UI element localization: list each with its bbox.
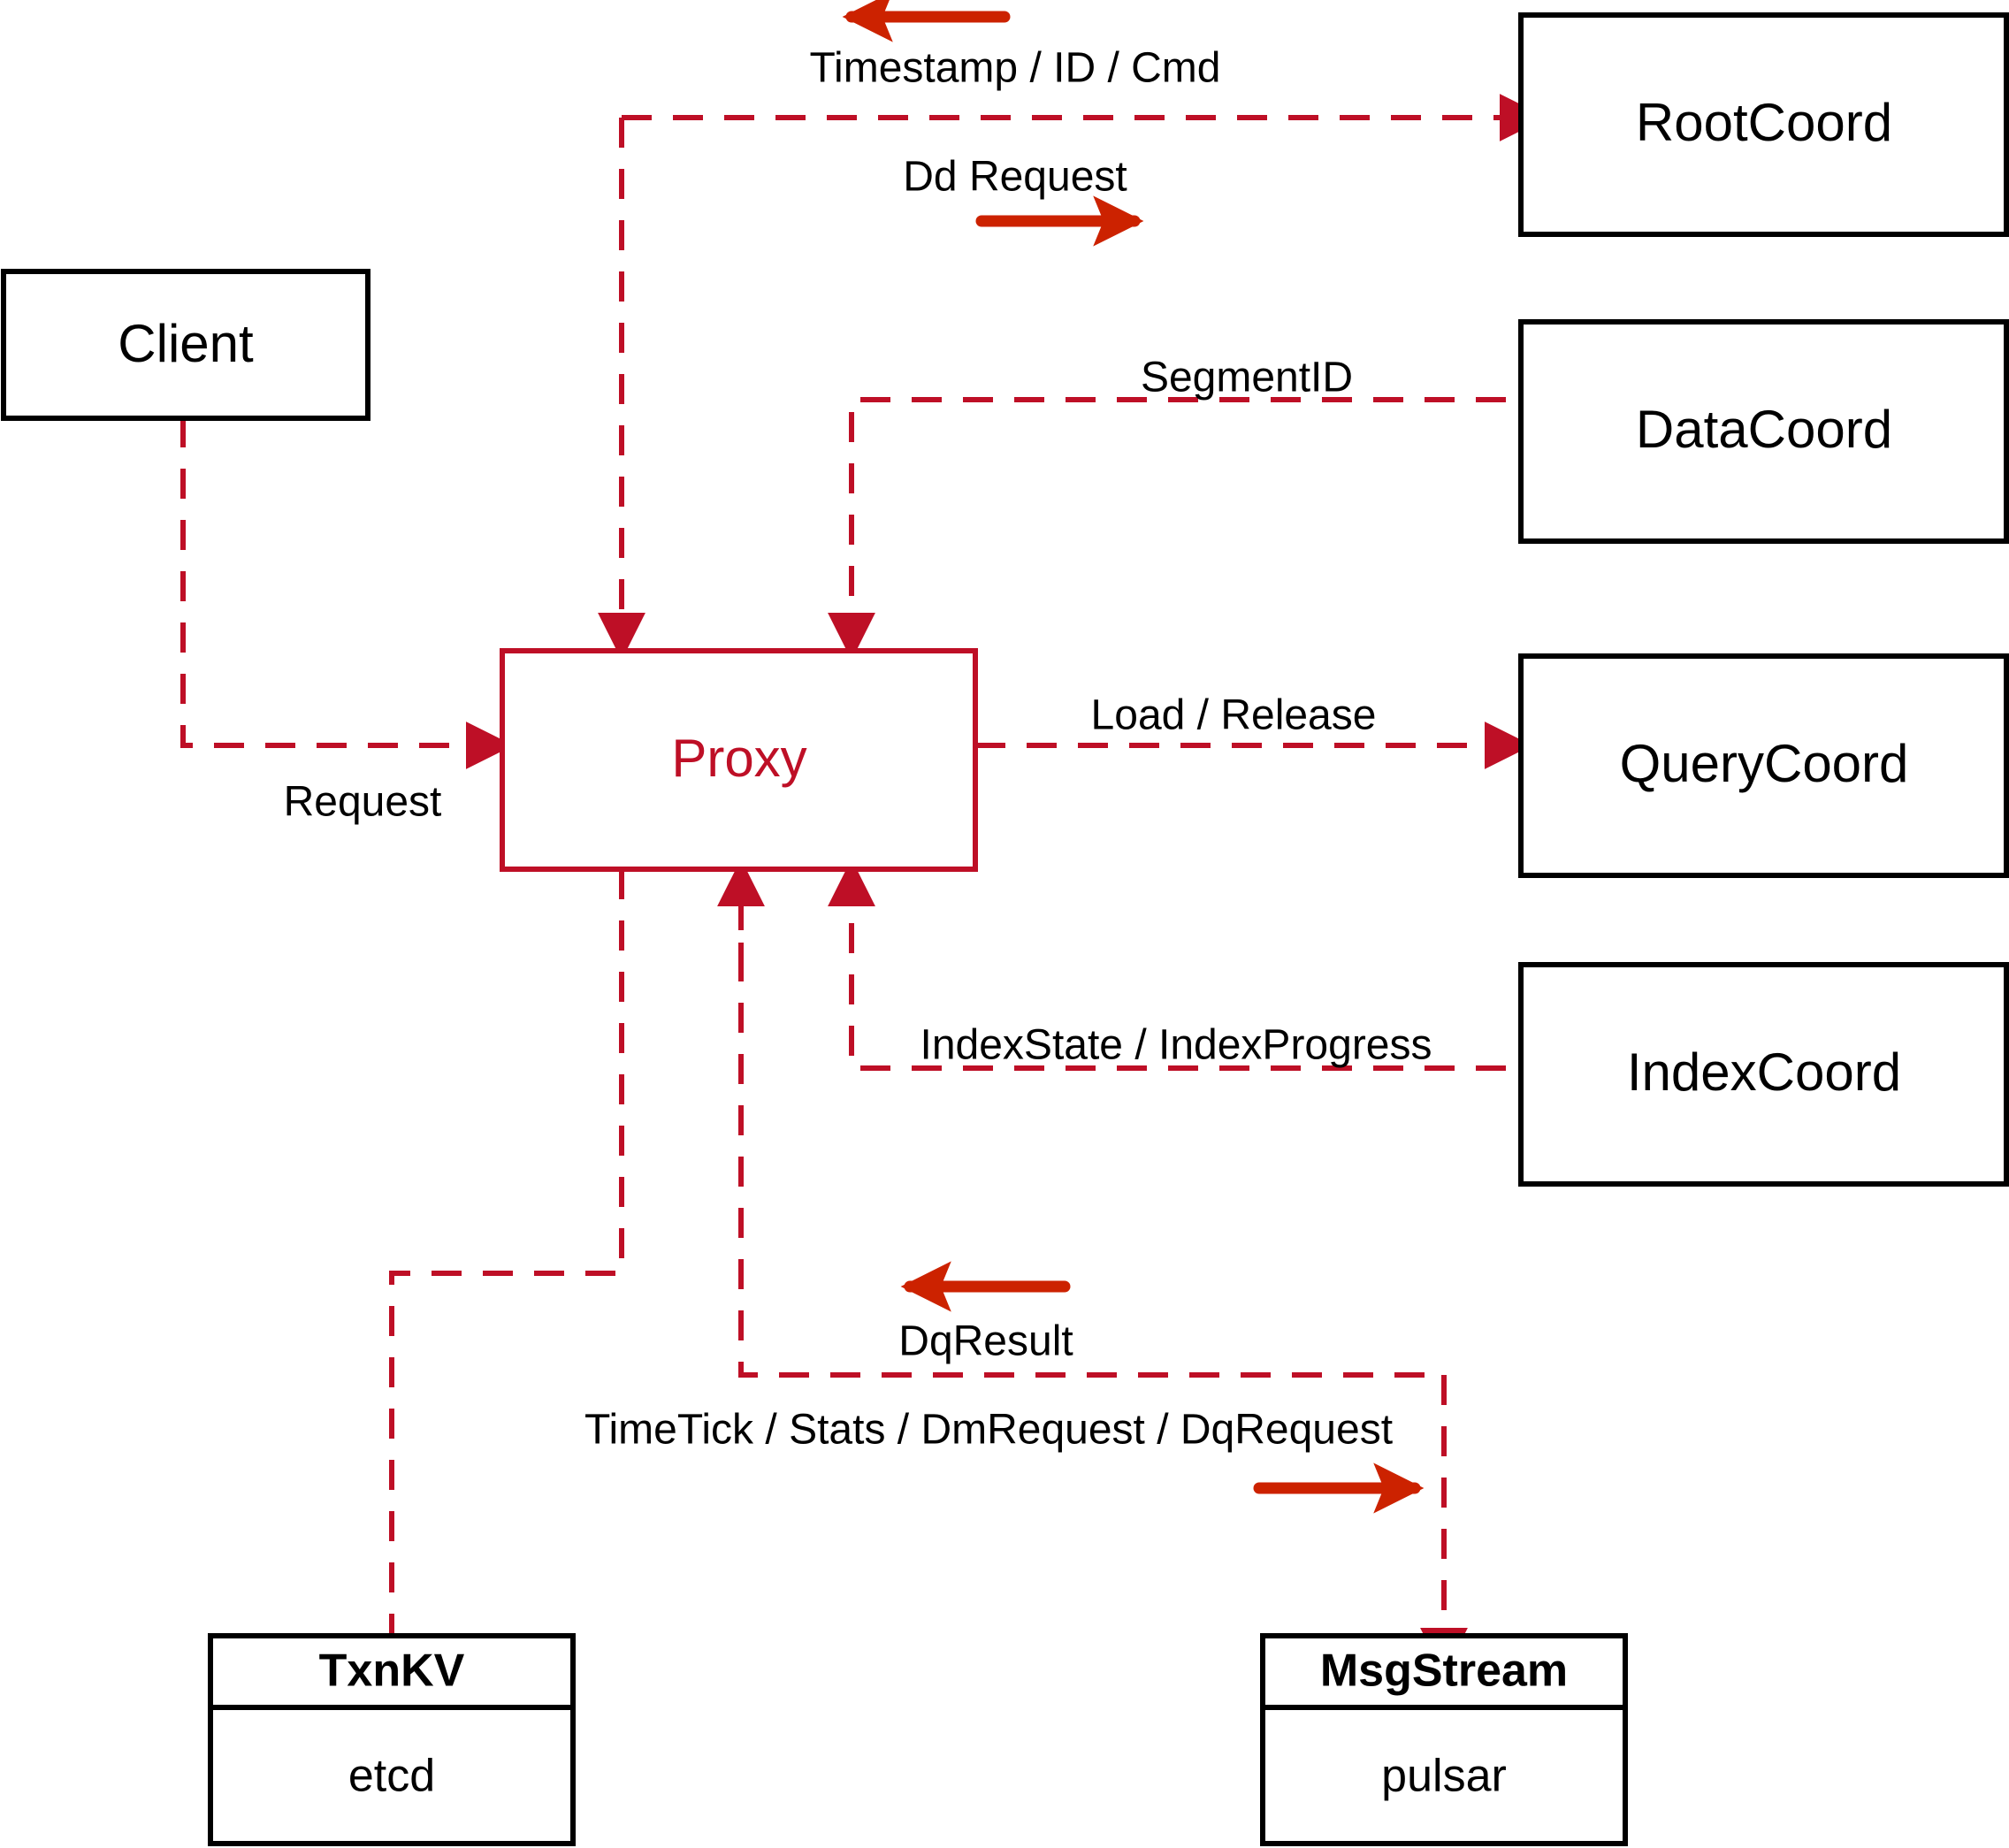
node-txnkv[interactable] — [208, 1633, 576, 1846]
node-datacoord[interactable] — [1518, 319, 2009, 544]
node-rootcoord-label: RootCoord — [1636, 93, 1892, 152]
edge-proxy-txnkv — [389, 869, 624, 1634]
edge-label-dd-request: Dd Request — [903, 154, 1127, 201]
node-txnkv-sublabel: etcd — [348, 1751, 435, 1802]
node-querycoord[interactable] — [1518, 653, 2009, 878]
edge-label-timestamp-id-cmd: Timestamp / ID / Cmd — [810, 45, 1221, 92]
node-txnkv-label: TxnKV — [319, 1646, 465, 1697]
edge-indexcoord-proxy — [828, 859, 1506, 1071]
edge-label-load-release: Load / Release — [1091, 692, 1377, 739]
edge-label-timetick-stats: TimeTick / Stats / DmRequest / DqRequest — [584, 1407, 1393, 1454]
node-datacoord-label: DataCoord — [1636, 400, 1892, 459]
edge-label-dq-result: DqResult — [898, 1318, 1073, 1365]
node-client[interactable] — [1, 269, 370, 421]
edge-client-proxy-request — [180, 417, 514, 769]
edge-msgstream-proxy — [738, 900, 1444, 1378]
node-proxy-label: Proxy — [671, 729, 806, 788]
edge-label-request: Request — [284, 779, 442, 826]
node-msgstream-label: MsgStream — [1320, 1646, 1568, 1697]
edge-datacoord-proxy — [828, 397, 1506, 661]
node-proxy[interactable] — [500, 648, 978, 872]
edge-label-segment-id: SegmentID — [1141, 355, 1353, 401]
edge-label-index-state-progress: IndexState / IndexProgress — [920, 1022, 1432, 1069]
node-rootcoord[interactable] — [1518, 12, 2009, 237]
node-querycoord-label: QueryCoord — [1620, 734, 1909, 793]
node-indexcoord-label: IndexCoord — [1627, 1042, 1901, 1102]
node-indexcoord[interactable] — [1518, 962, 2009, 1187]
node-msgstream-sublabel: pulsar — [1381, 1751, 1507, 1802]
node-client-label: Client — [118, 314, 254, 373]
node-msgstream[interactable] — [1260, 1633, 1628, 1846]
